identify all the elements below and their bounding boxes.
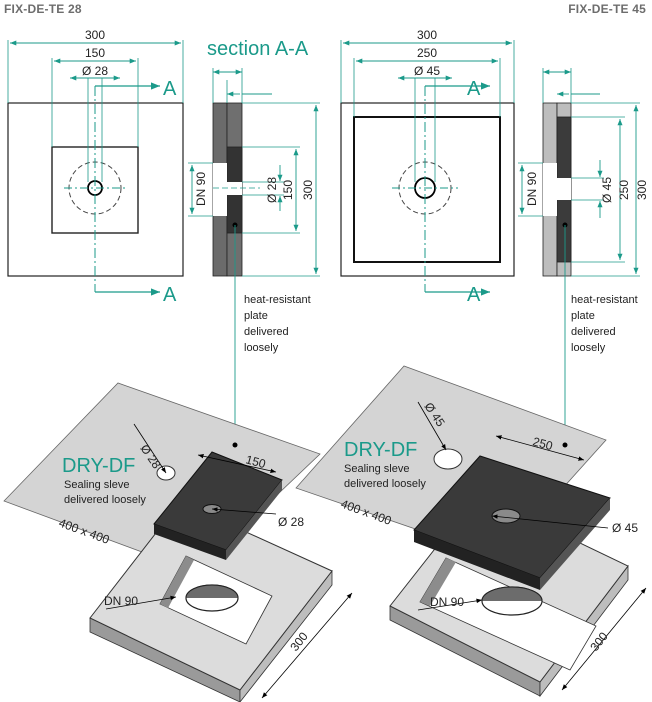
right-note-line-2: plate xyxy=(571,310,595,322)
right-iso-sleeve-line2: delivered loosely xyxy=(344,478,426,490)
left-note-line-1: heat-resistant xyxy=(244,294,311,306)
section-title: section A-A xyxy=(207,38,309,60)
right-top-view: 300 250 Ø 45 A A xyxy=(340,28,515,306)
right-cut-mark-top: A xyxy=(467,78,481,100)
right-section-dn-label: DN 90 xyxy=(525,172,539,206)
right-section-view: DN 90 Ø 45 250 300 xyxy=(518,68,649,445)
right-iso-dia-plate: Ø 45 xyxy=(612,521,638,535)
left-product-title: FIX-DE-TE 28 xyxy=(4,2,82,16)
right-iso-plate-size: 250 xyxy=(531,434,554,453)
left-cut-mark-bottom: A xyxy=(163,284,177,306)
left-top-view: 300 150 Ø 28 A A xyxy=(7,28,184,306)
left-cut-mark-top: A xyxy=(163,78,177,100)
right-iso-brand: DRY-DF xyxy=(344,439,417,461)
left-iso-dia-plate: Ø 28 xyxy=(278,515,304,529)
left-section-view: DN 90 Ø 28 150 300 section A-A xyxy=(188,38,320,445)
right-inner-label: 250 xyxy=(417,46,437,60)
right-note-line-4: loosely xyxy=(571,342,606,354)
right-iso-sleeve-line1: Sealing sleve xyxy=(344,463,409,475)
left-iso-plate-size: 150 xyxy=(244,452,267,471)
left-isometric: DRY-DF Sealing sleve delivered loosely 4… xyxy=(3,382,353,702)
left-section-inner-label: 150 xyxy=(281,180,295,200)
left-iso-sleeve-line2: delivered loosely xyxy=(64,494,146,506)
left-section-dia-label: Ø 28 xyxy=(265,177,279,203)
right-section-dia-label: Ø 45 xyxy=(600,177,614,203)
left-section-outer-label: 300 xyxy=(301,180,315,200)
left-note: heat-resistant plate delivered loosely xyxy=(244,294,311,354)
right-isometric: DRY-DF Sealing sleve delivered loosely 4… xyxy=(295,365,647,698)
left-note-line-3: delivered xyxy=(244,326,289,338)
right-note-line-3: delivered xyxy=(571,326,616,338)
left-section-dn-label: DN 90 xyxy=(194,172,208,206)
left-inner-label: 150 xyxy=(85,46,105,60)
left-note-line-4: loosely xyxy=(244,342,279,354)
right-width-label: 300 xyxy=(417,28,437,42)
right-product-title: FIX-DE-TE 45 xyxy=(568,2,646,16)
right-section-outer-label: 300 xyxy=(635,180,649,200)
left-dia-label: Ø 28 xyxy=(82,64,108,78)
right-cut-mark-bottom: A xyxy=(467,284,481,306)
left-iso-brand: DRY-DF xyxy=(62,455,135,477)
right-note-line-1: heat-resistant xyxy=(571,294,638,306)
right-section-inner-label: 250 xyxy=(617,180,631,200)
right-note: heat-resistant plate delivered loosely xyxy=(571,294,638,354)
left-iso-sleeve-line1: Sealing sleve xyxy=(64,479,129,491)
right-dia-label: Ø 45 xyxy=(414,64,440,78)
left-note-line-2: plate xyxy=(244,310,268,322)
right-iso-dn-label: DN 90 xyxy=(430,595,464,609)
left-width-label: 300 xyxy=(85,28,105,42)
left-iso-dn-label: DN 90 xyxy=(104,594,138,608)
